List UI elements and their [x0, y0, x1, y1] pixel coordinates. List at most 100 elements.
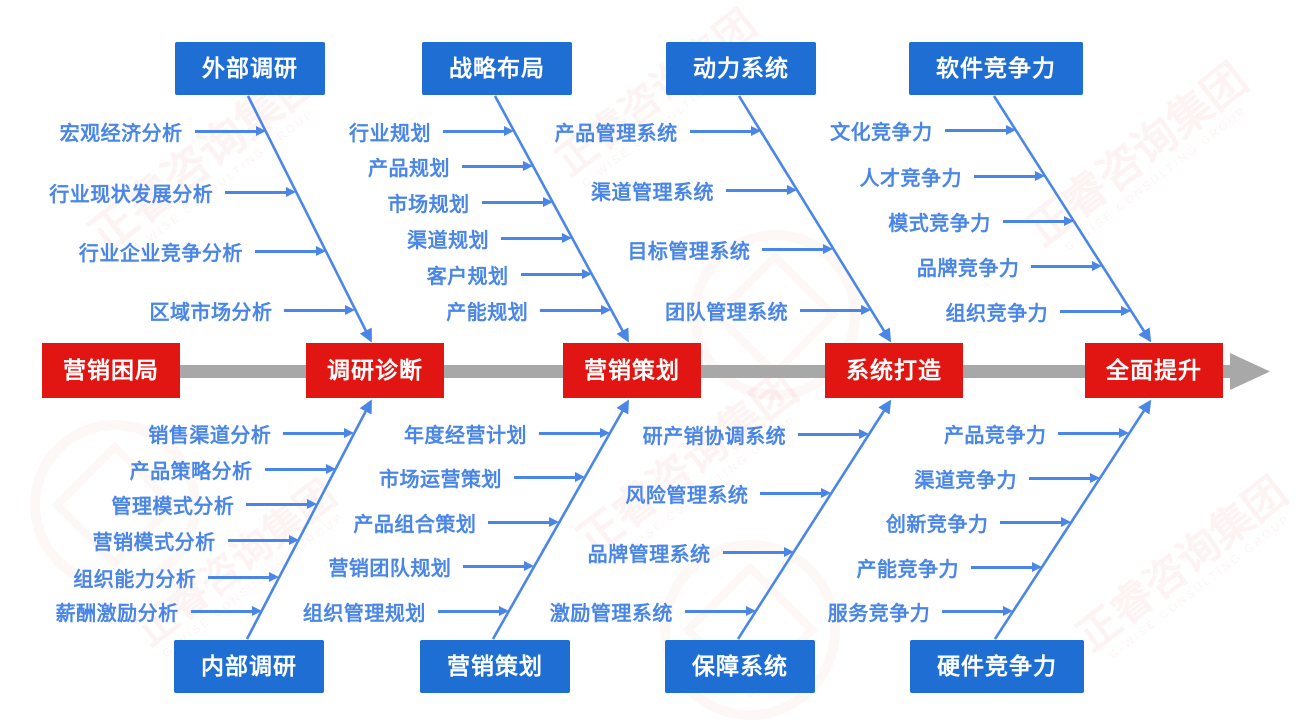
cause-item-label: 目标管理系统: [627, 240, 751, 263]
cause-item-label: 人才竞争力: [859, 167, 963, 190]
arrow-right-icon: [689, 129, 752, 133]
cause-item-label: 产品策略分析: [129, 460, 253, 483]
arrow-right-icon: [800, 308, 863, 312]
cause-item: 市场运营策划: [116, 462, 576, 492]
cause-item-label: 组织能力分析: [73, 568, 197, 591]
arrow-right-icon: [520, 272, 583, 276]
cause-item: 产品管理系统: [292, 116, 752, 146]
bone-line-top-1: [493, 95, 629, 343]
cause-item: 渠道竞争力: [631, 463, 1092, 493]
cause-item: 文化竞争力: [547, 115, 1007, 145]
arrow-right-icon: [1031, 264, 1094, 268]
cause-item-label: 文化竞争力: [830, 121, 933, 144]
cause-item: 客户规划: [123, 259, 583, 289]
arrow-right-icon: [264, 467, 327, 471]
cause-item: 服务竞争力: [544, 596, 1005, 626]
arrow-right-icon: [513, 475, 576, 479]
arrow-right-icon: [1002, 219, 1065, 223]
cause-item: 行业规划: [45, 116, 505, 146]
arrow-right-icon: [443, 129, 505, 133]
arrow-right-icon: [462, 164, 525, 168]
cause-item-label: 行业企业竞争分析: [78, 242, 243, 265]
arrow-right-icon: [437, 609, 500, 613]
bone-line-bottom-2: [736, 399, 892, 640]
arrow-right-icon: [194, 129, 257, 133]
arrow-right-icon: [970, 565, 1033, 569]
spine-node-1: 调研诊断: [306, 343, 444, 398]
cause-item: 人才竞争力: [576, 161, 1037, 191]
cause-item: 渠道管理系统: [328, 175, 789, 205]
cause-item-label: 组织竞争力: [945, 302, 1049, 325]
cause-item-label: 市场运营策划: [378, 468, 502, 491]
arrow-right-icon: [1000, 520, 1063, 524]
cause-item: 创新竞争力: [602, 507, 1063, 537]
arrow-right-icon: [762, 247, 825, 251]
bone-line-bottom-0: [245, 399, 372, 640]
bone-line-top-2: [737, 95, 892, 343]
bone-line-bottom-1: [491, 399, 630, 640]
cause-item: 销售渠道分析: [0, 418, 346, 448]
cause-item-label: 营销模式分析: [92, 531, 216, 554]
arrow-right-icon: [463, 564, 526, 568]
cause-item: 营销模式分析: [0, 525, 290, 555]
top-category-box-1: 战略布局: [422, 42, 572, 95]
arrow-right-icon: [254, 249, 317, 253]
arrow-right-icon: [208, 575, 271, 579]
cause-item: 产品规划: [64, 151, 525, 181]
arrow-right-icon: [726, 188, 789, 192]
arrow-right-icon: [283, 431, 346, 435]
cause-item-label: 宏观经济分析: [59, 122, 183, 145]
bottom-category-box-3: 硬件竞争力: [910, 640, 1084, 693]
cause-item: 激励管理系统: [287, 596, 747, 626]
cause-item: 产能规划: [142, 295, 603, 325]
cause-item-label: 风险管理系统: [625, 484, 749, 507]
bottom-category-box-1: 营销策划: [420, 640, 570, 693]
cause-item-label: 创新竞争力: [885, 513, 989, 536]
cause-item-label: 产能竞争力: [856, 558, 959, 581]
cause-item-label: 行业现状发展分析: [49, 183, 214, 206]
cause-item-label: 模式竞争力: [888, 212, 991, 235]
cause-item: 区域市场分析: [0, 295, 347, 325]
cause-item: 产品组合策划: [90, 507, 551, 537]
cause-item-label: 激励管理系统: [549, 602, 673, 625]
cause-item-label: 团队管理系统: [665, 301, 789, 324]
spine-node-4: 全面提升: [1085, 343, 1223, 398]
cause-item: 渠道规划: [103, 223, 564, 253]
cause-item-label: 市场规划: [387, 193, 470, 216]
cause-item-label: 营销团队规划: [328, 557, 452, 580]
cause-item-label: 区域市场分析: [149, 301, 273, 324]
cause-item: 研产销协调系统: [400, 419, 861, 449]
cause-item: 组织管理规划: [40, 596, 500, 626]
top-category-box-2: 动力系统: [666, 42, 816, 95]
bone-line-bottom-3: [993, 399, 1152, 640]
arrow-right-icon: [488, 520, 551, 524]
cause-item-label: 产能规划: [446, 301, 529, 324]
spine-node-3: 系统打造: [825, 343, 963, 398]
arrow-right-icon: [974, 174, 1037, 178]
bottom-category-box-2: 保障系统: [665, 640, 815, 693]
cause-item: 产品策略分析: [0, 454, 327, 484]
cause-item: 组织能力分析: [0, 562, 271, 592]
cause-item-label: 产品管理系统: [554, 122, 678, 145]
cause-item: 模式竞争力: [605, 206, 1065, 236]
cause-item-label: 研产销协调系统: [642, 425, 787, 448]
top-category-box-0: 外部调研: [175, 42, 325, 95]
spine-node-0: 营销困局: [42, 343, 180, 398]
cause-item: 行业现状发展分析: [0, 177, 288, 207]
arrow-right-icon: [284, 308, 347, 312]
cause-item-label: 薪酬激励分析: [55, 602, 179, 625]
cause-item-label: 管理模式分析: [111, 495, 235, 518]
arrow-right-icon: [227, 538, 290, 542]
cause-item-label: 渠道规划: [407, 229, 490, 252]
arrow-right-icon: [942, 609, 1005, 613]
arrow-right-icon: [944, 128, 1007, 132]
arrow-right-icon: [246, 502, 309, 506]
arrow-right-icon: [540, 308, 603, 312]
cause-item: 品牌竞争力: [633, 251, 1094, 281]
cause-item: 产品竞争力: [660, 418, 1121, 448]
cause-item: 管理模式分析: [0, 489, 309, 519]
cause-item-label: 产品规划: [368, 157, 451, 180]
cause-item-label: 客户规划: [426, 265, 509, 288]
cause-item-label: 产品竞争力: [943, 424, 1047, 447]
cause-item-label: 渠道管理系统: [591, 181, 715, 204]
